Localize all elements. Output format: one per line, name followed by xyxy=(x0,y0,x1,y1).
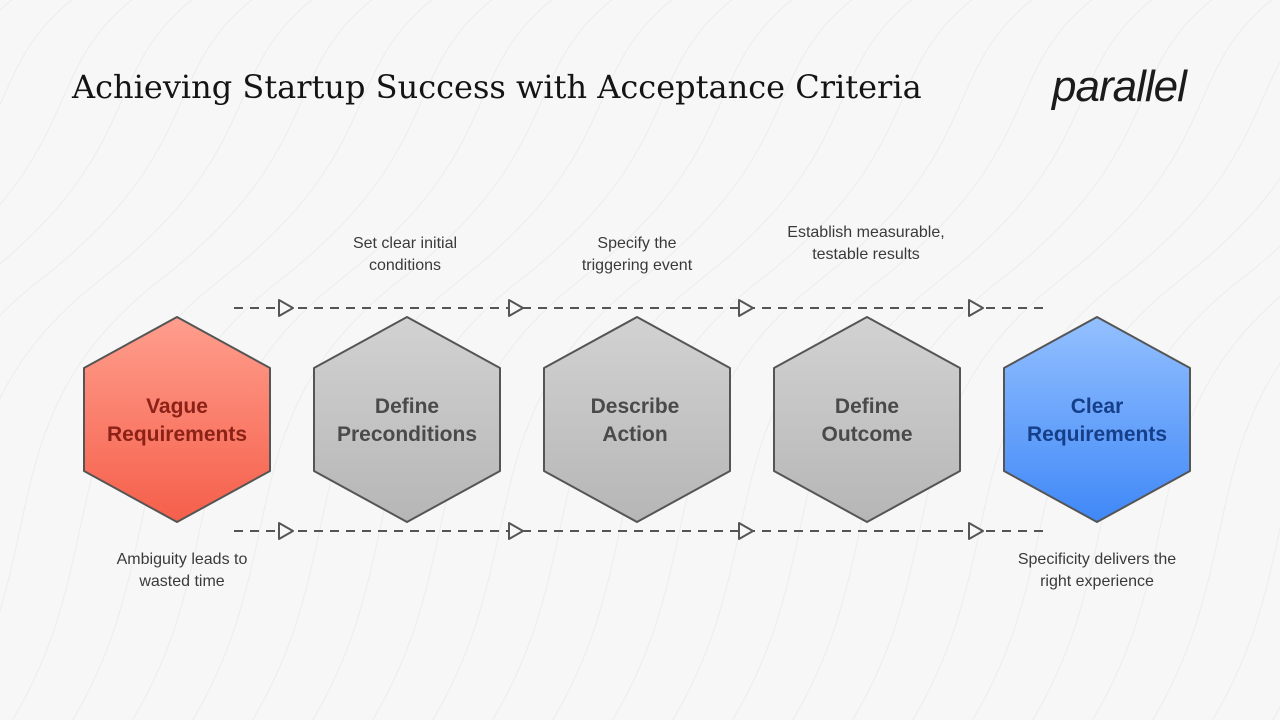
background-line xyxy=(911,61,1280,720)
background-line xyxy=(851,0,1273,720)
background-line xyxy=(671,0,1093,720)
hexagon-shape xyxy=(313,316,501,523)
step-clear-requirements: Clear Requirements xyxy=(1003,316,1191,523)
background-line xyxy=(251,0,673,720)
note-action: Specify the triggering event xyxy=(581,235,693,274)
background-line xyxy=(0,0,193,265)
arrow-right-icon xyxy=(968,522,984,540)
note-outcome: Establish measurable, testable results xyxy=(787,224,945,263)
background-line xyxy=(791,0,1213,720)
arrow-right-icon xyxy=(738,299,754,317)
step-label-line2: Action xyxy=(602,423,667,446)
hexagon-shape xyxy=(773,316,961,523)
note-vague: Ambiguity leads to wasted time xyxy=(116,551,248,590)
arrow-right-icon xyxy=(278,522,294,540)
hexagon-shape xyxy=(543,316,731,523)
background-line xyxy=(491,0,913,720)
step-label-line2: Requirements xyxy=(107,423,247,446)
arrow-right-icon xyxy=(968,299,984,317)
step-label-line1: Clear xyxy=(1071,395,1124,418)
background-line xyxy=(131,0,553,720)
background-line xyxy=(1031,245,1280,720)
background-line xyxy=(311,0,733,720)
background-line xyxy=(0,0,133,206)
background-line xyxy=(551,0,973,720)
step-define-preconditions: Define Preconditions xyxy=(313,316,501,523)
background-line xyxy=(1151,362,1280,720)
note-clear: Specificity delivers the right experienc… xyxy=(1017,551,1177,590)
background-line xyxy=(371,0,793,720)
background-line xyxy=(731,0,1153,720)
step-describe-action: Describe Action xyxy=(543,316,731,523)
arrow-right-icon xyxy=(508,299,524,317)
background-line xyxy=(0,0,313,400)
parallel-logo: parallel xyxy=(1052,62,1187,111)
step-define-outcome: Define Outcome xyxy=(773,316,961,523)
arrow-right-icon xyxy=(738,522,754,540)
step-vague-requirements: Vague Requirements xyxy=(83,316,271,523)
step-label-line1: Describe xyxy=(591,395,680,418)
background-line xyxy=(71,0,493,720)
note-preconditions: Set clear initial conditions xyxy=(352,235,458,274)
background-line xyxy=(1091,295,1280,720)
step-label-line1: Define xyxy=(835,395,899,418)
arrow-right-icon xyxy=(278,299,294,317)
step-label-line2: Requirements xyxy=(1027,423,1167,446)
step-label-line1: Define xyxy=(375,395,439,418)
background-line xyxy=(0,0,253,316)
background-line xyxy=(971,177,1280,720)
hexagon-shape xyxy=(83,316,271,523)
background-line xyxy=(11,0,433,720)
background-line xyxy=(431,0,853,720)
step-label-line1: Vague xyxy=(146,395,208,418)
hexagon-shape xyxy=(1003,316,1191,523)
background-line xyxy=(191,0,613,720)
arrow-right-icon xyxy=(508,522,524,540)
background-line xyxy=(0,0,373,613)
step-label-line2: Preconditions xyxy=(337,423,477,446)
background-line xyxy=(611,0,1033,720)
page-title: Achieving Startup Success with Acceptanc… xyxy=(72,68,922,106)
background-line xyxy=(1211,526,1280,720)
step-label-line2: Outcome xyxy=(821,423,912,446)
background-line xyxy=(0,0,73,106)
